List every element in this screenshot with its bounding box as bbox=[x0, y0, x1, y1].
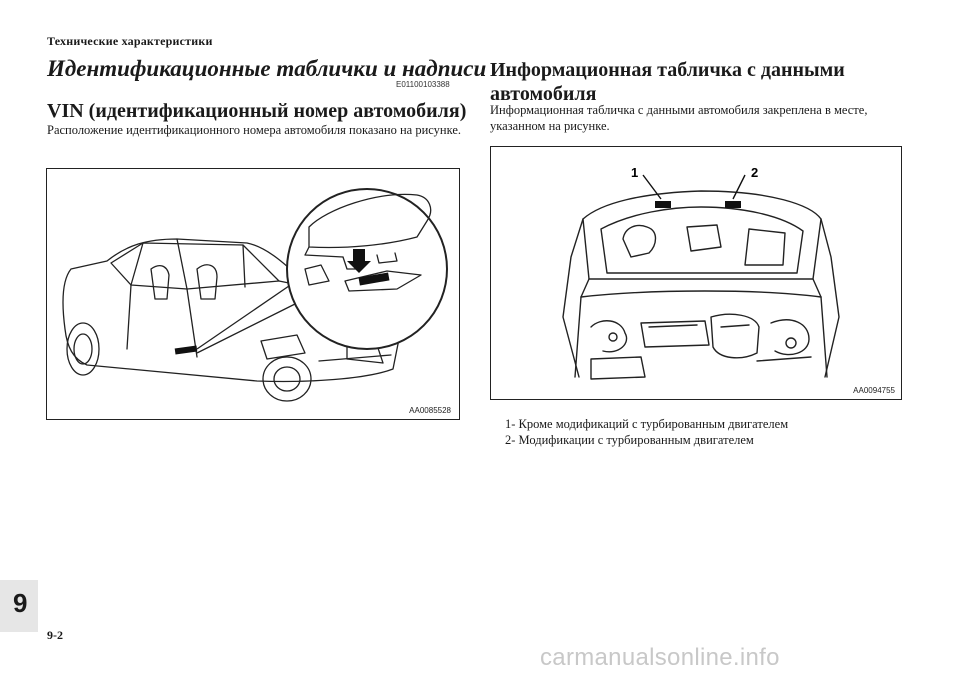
vin-figure-code: AA0085528 bbox=[409, 406, 451, 415]
callout-2: 2 bbox=[751, 165, 758, 180]
info-plate-description: Информационная табличка с данными автомо… bbox=[490, 103, 868, 133]
vin-location-figure: AA0085528 bbox=[46, 168, 460, 420]
info-plate-figure-code: AA0094755 bbox=[853, 386, 895, 395]
car-vin-illustration bbox=[62, 188, 448, 402]
callout-1: 1 bbox=[631, 165, 638, 180]
legend-item: 2- Модификации с турбированным двигателе… bbox=[505, 433, 754, 447]
page-number: 9-2 bbox=[47, 628, 63, 642]
section-code: E01100103388 bbox=[396, 80, 450, 89]
vin-heading: VIN (идентификационный номер автомобиля) bbox=[47, 100, 467, 122]
legend-item: 1- Кроме модификаций с турбированным дви… bbox=[505, 417, 789, 431]
page-title: Идентификационные таблички и надписи bbox=[47, 56, 487, 81]
watermark: carmanualsonline.info bbox=[540, 644, 780, 671]
info-plate-figure: 1 2 AA0094755 bbox=[490, 146, 902, 400]
vin-description: Расположение идентификационного номера а… bbox=[47, 123, 462, 137]
info-plate-heading: Информационная табличка с данными автомо… bbox=[490, 59, 845, 105]
chapter-tab bbox=[0, 580, 38, 632]
section-header: Технические характеристики bbox=[47, 34, 213, 48]
chapter-number: 9 bbox=[13, 588, 28, 618]
engine-bay-illustration: 1 2 bbox=[562, 165, 840, 380]
figure-legend: 1- Кроме модификаций с турбированным дви… bbox=[505, 416, 788, 448]
